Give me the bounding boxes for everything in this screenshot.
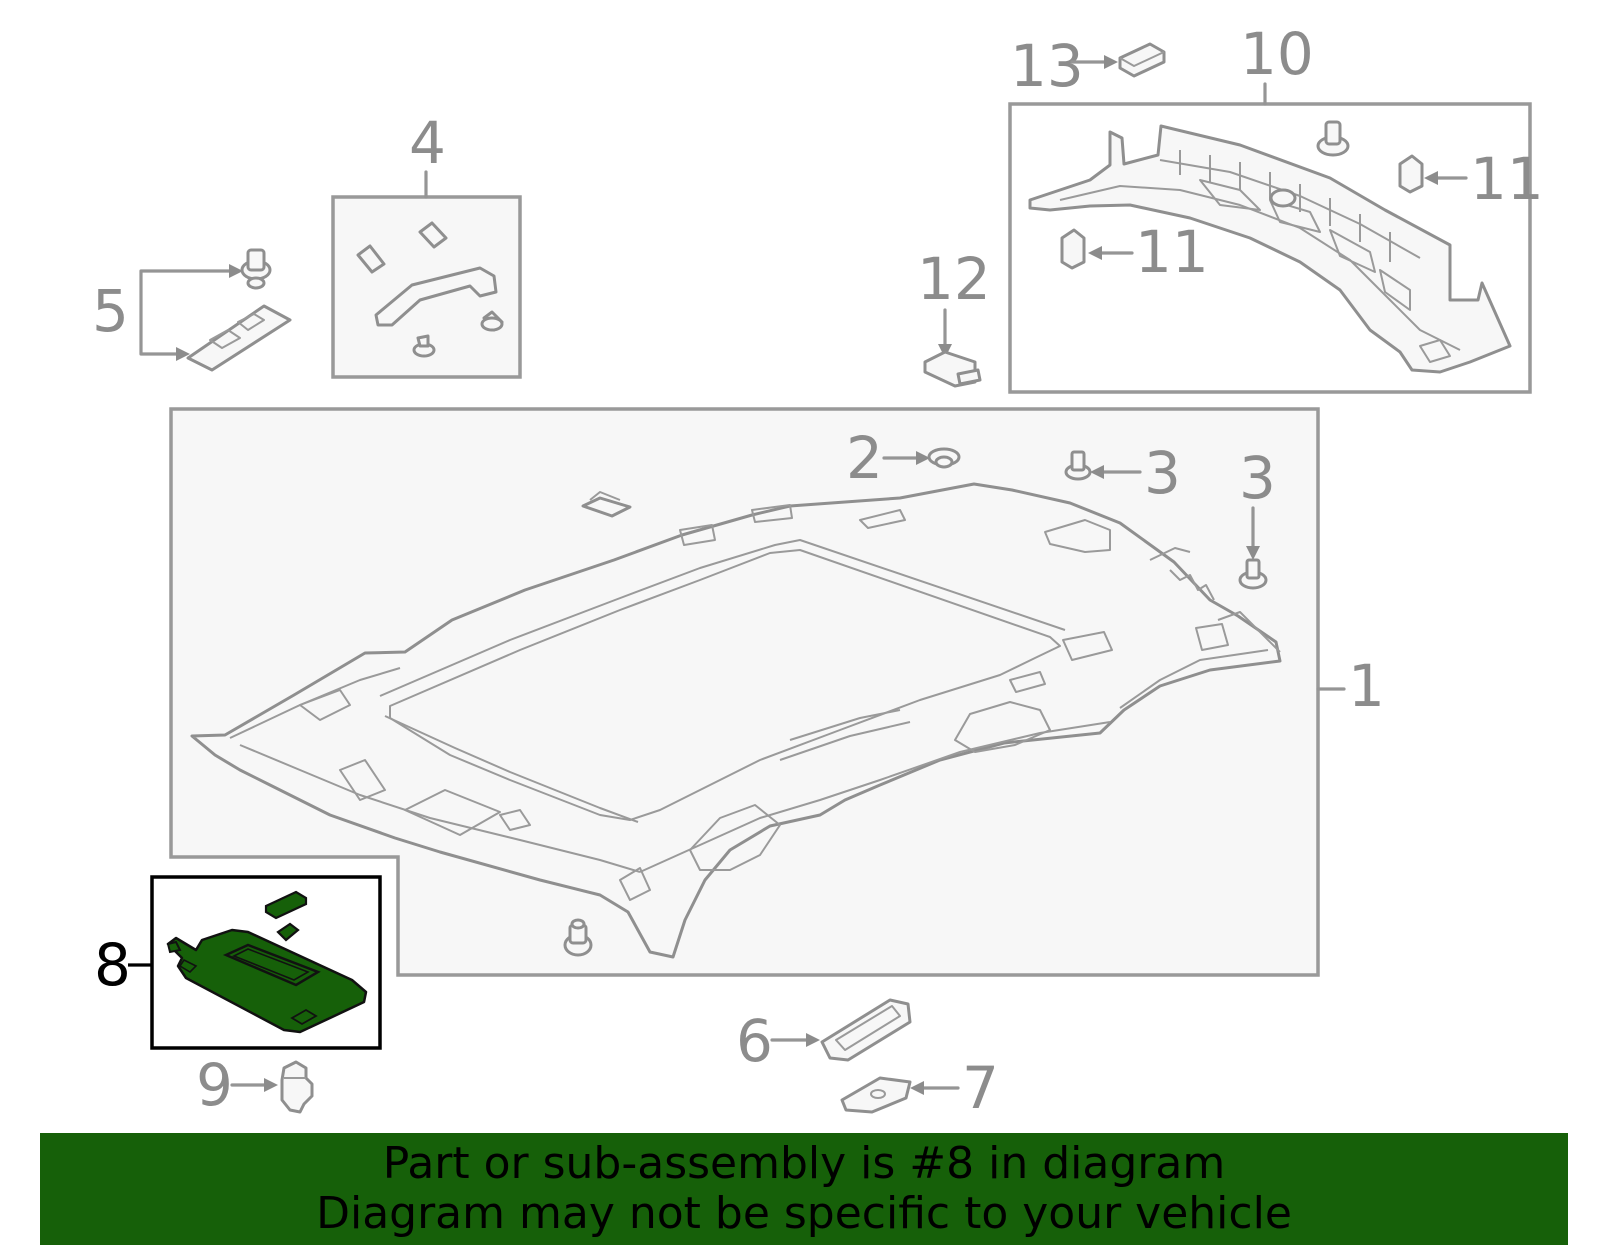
sun-visor-part[interactable] xyxy=(166,928,368,1034)
part-2-grommet xyxy=(927,447,961,469)
callout-7: 7 xyxy=(962,1054,999,1122)
sun-visor-clip xyxy=(264,890,308,942)
callout-3a: 3 xyxy=(1144,439,1181,507)
part-9-clip xyxy=(280,1060,314,1114)
part-11-clip-a xyxy=(1398,154,1424,194)
info-banner: Part or sub-assembly is #8 in diagram Di… xyxy=(40,1133,1568,1245)
part-5-clip xyxy=(240,248,272,290)
callout-2: 2 xyxy=(846,424,883,492)
arrow-2 xyxy=(916,451,930,465)
callout-9: 9 xyxy=(196,1051,233,1119)
callout-1: 1 xyxy=(1348,652,1385,720)
part-7-plate xyxy=(840,1076,912,1114)
callout-4: 4 xyxy=(409,109,446,177)
rear-trim-part xyxy=(1028,124,1512,374)
callout-8[interactable]: 8 xyxy=(94,931,131,999)
part-13-clip xyxy=(1118,42,1166,78)
banner-line-1: Part or sub-assembly is #8 in diagram xyxy=(382,1138,1226,1189)
part-12-bracket xyxy=(923,350,982,388)
part-11-clip-b xyxy=(1060,228,1086,270)
part-6-lamp xyxy=(820,998,912,1062)
part-3-screw-b xyxy=(1238,558,1268,590)
headliner-bolt xyxy=(563,918,593,957)
rear-trim-bolt xyxy=(1316,120,1350,157)
banner-line-2: Diagram may not be specific to your vehi… xyxy=(316,1188,1292,1239)
callout-6: 6 xyxy=(736,1007,773,1075)
callout-11b: 11 xyxy=(1135,218,1209,286)
headliner-part xyxy=(190,482,1282,959)
callout-10: 10 xyxy=(1240,20,1314,88)
callout-3b: 3 xyxy=(1239,444,1276,512)
part-5-bracket xyxy=(186,304,292,372)
part-3-screw-a xyxy=(1064,450,1092,481)
callout-11a: 11 xyxy=(1470,145,1544,213)
callout-12: 12 xyxy=(917,245,991,313)
grab-handle-part xyxy=(356,221,504,358)
callout-13: 13 xyxy=(1010,32,1084,100)
callout-5: 5 xyxy=(92,277,129,345)
headliner-clip xyxy=(581,496,632,518)
